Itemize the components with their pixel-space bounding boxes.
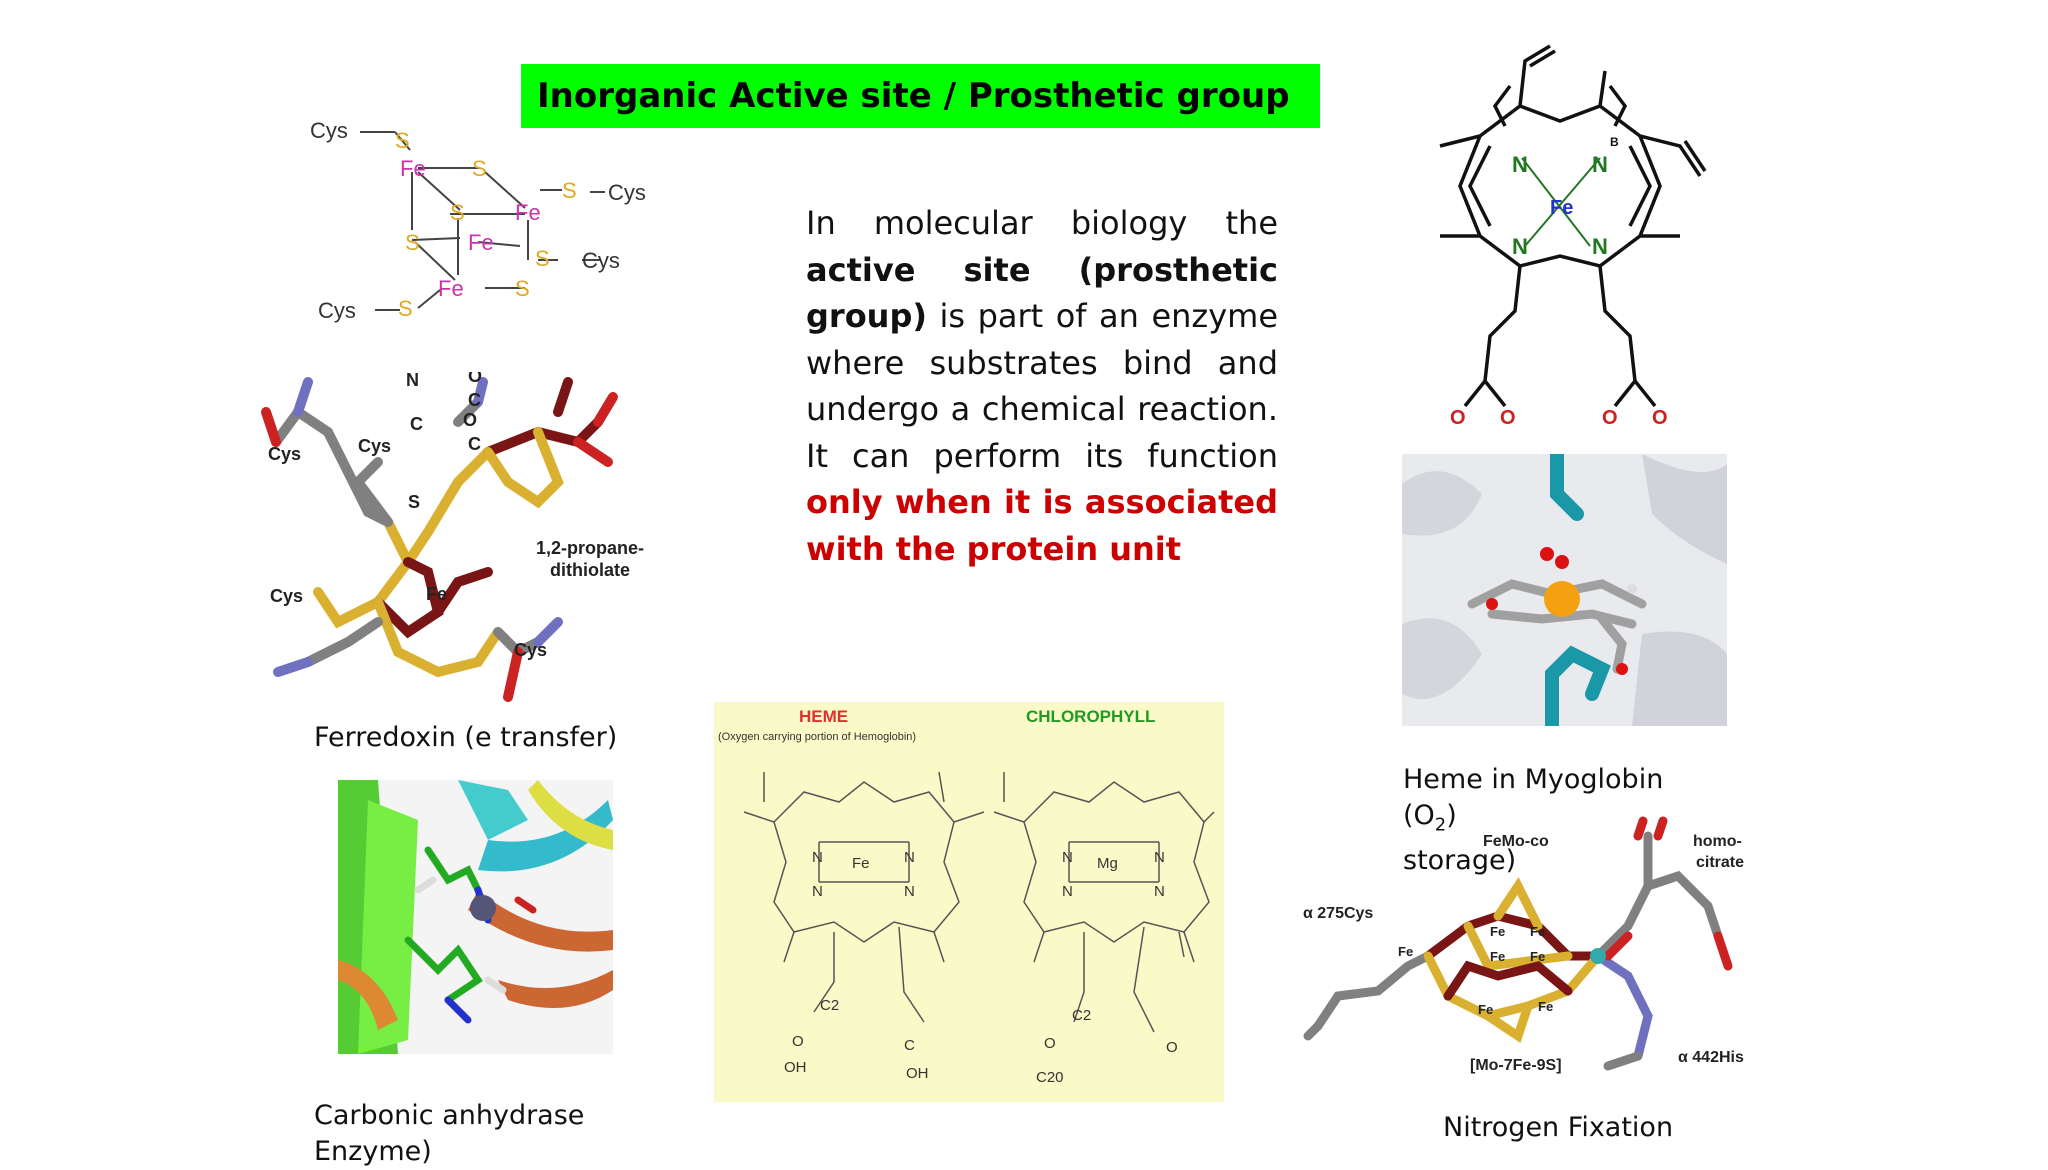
fe4s4-s-4: S [450,200,465,225]
heme-n-2: N [904,849,915,866]
fe4s4-cys-1: Cys [310,118,348,143]
heme-oh-1: OH [784,1059,807,1076]
porphyrin-o-3: O [1602,407,1618,429]
porphyrin-fe: Fe [1550,197,1573,219]
main-paragraph: In molecular biology the active site (pr… [806,200,1278,572]
fe4s4-s-1: S [395,128,410,153]
heme-sublabel: (Oxygen carrying portion of Hemoglobin) [718,731,916,743]
femoco-fe-7: Fe [1538,999,1553,1014]
chloro-n-4: N [1154,883,1165,900]
hyd-cys-4: Cys [514,640,547,660]
hyd-o-1: O [468,372,482,386]
fe4s4-fe-1: Fe [400,156,426,181]
heme-myoglobin-render [1402,454,1727,726]
chloro-n-2: N [1154,849,1165,866]
hyd-dithiolate-2: dithiolate [550,560,630,580]
fe4s4-fe-4: Fe [438,276,464,301]
hyd-c-2: C [410,414,423,434]
porphyrin-o-2: O [1500,407,1516,429]
porphyrin-b: B [1610,135,1619,149]
femoco-citrate: citrate [1696,854,1744,871]
porphyrin-o-1: O [1450,407,1466,429]
fe4s4-cluster-diagram: Cys S Fe S S Cys S Fe S Fe S Cys Fe S Cy… [310,118,646,323]
body-part1: In molecular biology the [806,204,1278,242]
heme-o: O [792,1033,804,1050]
hyd-o-2: O [463,410,477,430]
hyd-s: S [408,492,420,512]
fe4s4-fe-2: Fe [515,200,541,225]
hyd-cys-1: Cys [268,444,301,464]
body-bold: active site (prosthetic group) [806,250,1278,336]
fe4s4-s-6: S [535,246,550,271]
body-red: only when it is associated with the prot… [806,483,1278,568]
heme-oh-2: OH [906,1065,929,1082]
heme-label: HEME [799,707,848,726]
title-bar: Inorganic Active site / Prosthetic group [521,64,1320,128]
heme-c: C [904,1037,915,1054]
hyd-cys-2: Cys [358,436,391,456]
femoco-fe-5: Fe [1530,949,1545,964]
hyd-c-1: C [468,390,481,410]
fe4s4-cys-2: Cys [608,180,646,205]
caption-heme-sub: 2 [1434,814,1447,836]
femoco-title: FeMo-co [1483,833,1549,850]
porphyrin-n-4: N [1592,234,1608,259]
hyd-dithiolate-1: 1,2-propane- [536,538,644,558]
femoco-cys: α 275Cys [1303,905,1373,922]
femoco-fe-3: Fe [1530,924,1545,939]
caption-carbonic-anhydrase: Carbonic anhydrase Enzyme) [314,1100,585,1167]
caption-heme-myoglobin: Heme in Myoglobin (O2) storage) [1403,764,1664,877]
fe4s4-s-2: S [472,156,487,181]
body-part2: is part of an enzyme where substrates bi… [806,297,1279,475]
femoco-homo: homo- [1693,833,1742,850]
heme-chlorophyll-comparison: HEME (Oxygen carrying portion of Hemoglo… [714,702,1224,1102]
chloro-n-1: N [1062,849,1073,866]
caption-heme-pre: Heme in Myoglobin (O [1403,764,1664,831]
femoco-fe-2: Fe [1490,924,1505,939]
porphyrin-n-3: N [1512,234,1528,259]
hyd-cys-3: Cys [270,586,303,606]
porphyrin-n-2: N [1592,152,1608,177]
fe4s4-fe-3: Fe [468,230,494,255]
femoco-fe-4: Fe [1490,949,1505,964]
chloro-o: O [1044,1035,1056,1052]
femoco-structure: FeMo-co homo- citrate α 275Cys Fe Fe Fe … [1303,816,1744,1074]
porphyrin-o-4: O [1652,407,1668,429]
hyd-n: N [406,372,419,390]
slide-title: Inorganic Active site / Prosthetic group [537,76,1290,116]
heme-fe: Fe [852,855,870,872]
heme-n-3: N [812,883,823,900]
porphyrin-n-1: N [1512,152,1528,177]
chloro-o-2: O [1166,1039,1178,1056]
chloro-c2: C2 [1072,1007,1091,1024]
chloro-n-3: N [1062,883,1073,900]
fe4s4-s-3: S [562,178,577,203]
femoco-his: α 442His [1678,1049,1744,1066]
heme-n-4: N [904,883,915,900]
fe4s4-cys-3: Cys [582,248,620,273]
fe4s4-cys-4: Cys [318,298,356,323]
femoco-fe-6: Fe [1478,1002,1493,1017]
caption-heme-post: storage) [1403,845,1517,877]
femoco-formula: [Mo-7Fe-9S] [1470,1057,1562,1074]
heme-porphyrin-structure: N N N N Fe B O O O O [1439,44,1707,429]
fe4s4-s-7: S [515,276,530,301]
carbonic-anhydrase-image [338,780,613,1054]
femoco-fe-1: Fe [1398,944,1413,959]
chloro-mg: Mg [1097,855,1118,872]
hyd-c-3: C [468,434,481,454]
hyd-fe: Fe [426,584,447,604]
hydrogenase-h-cluster-model: Cys Cys N O C C O C S 1,2-propane- dithi… [258,372,658,712]
fe4s4-s-5: S [405,230,420,255]
caption-nitrogen-fixation: Nitrogen Fixation [1443,1112,1674,1143]
heme-n-1: N [812,849,823,866]
chlorophyll-label: CHLOROPHYLL [1026,707,1155,726]
fe4s4-s-8: S [398,296,413,321]
caption-ferredoxin: Ferredoxin (e transfer) [314,722,618,753]
heme-c2: C2 [820,997,839,1014]
chloro-c20: C20 [1036,1069,1064,1086]
